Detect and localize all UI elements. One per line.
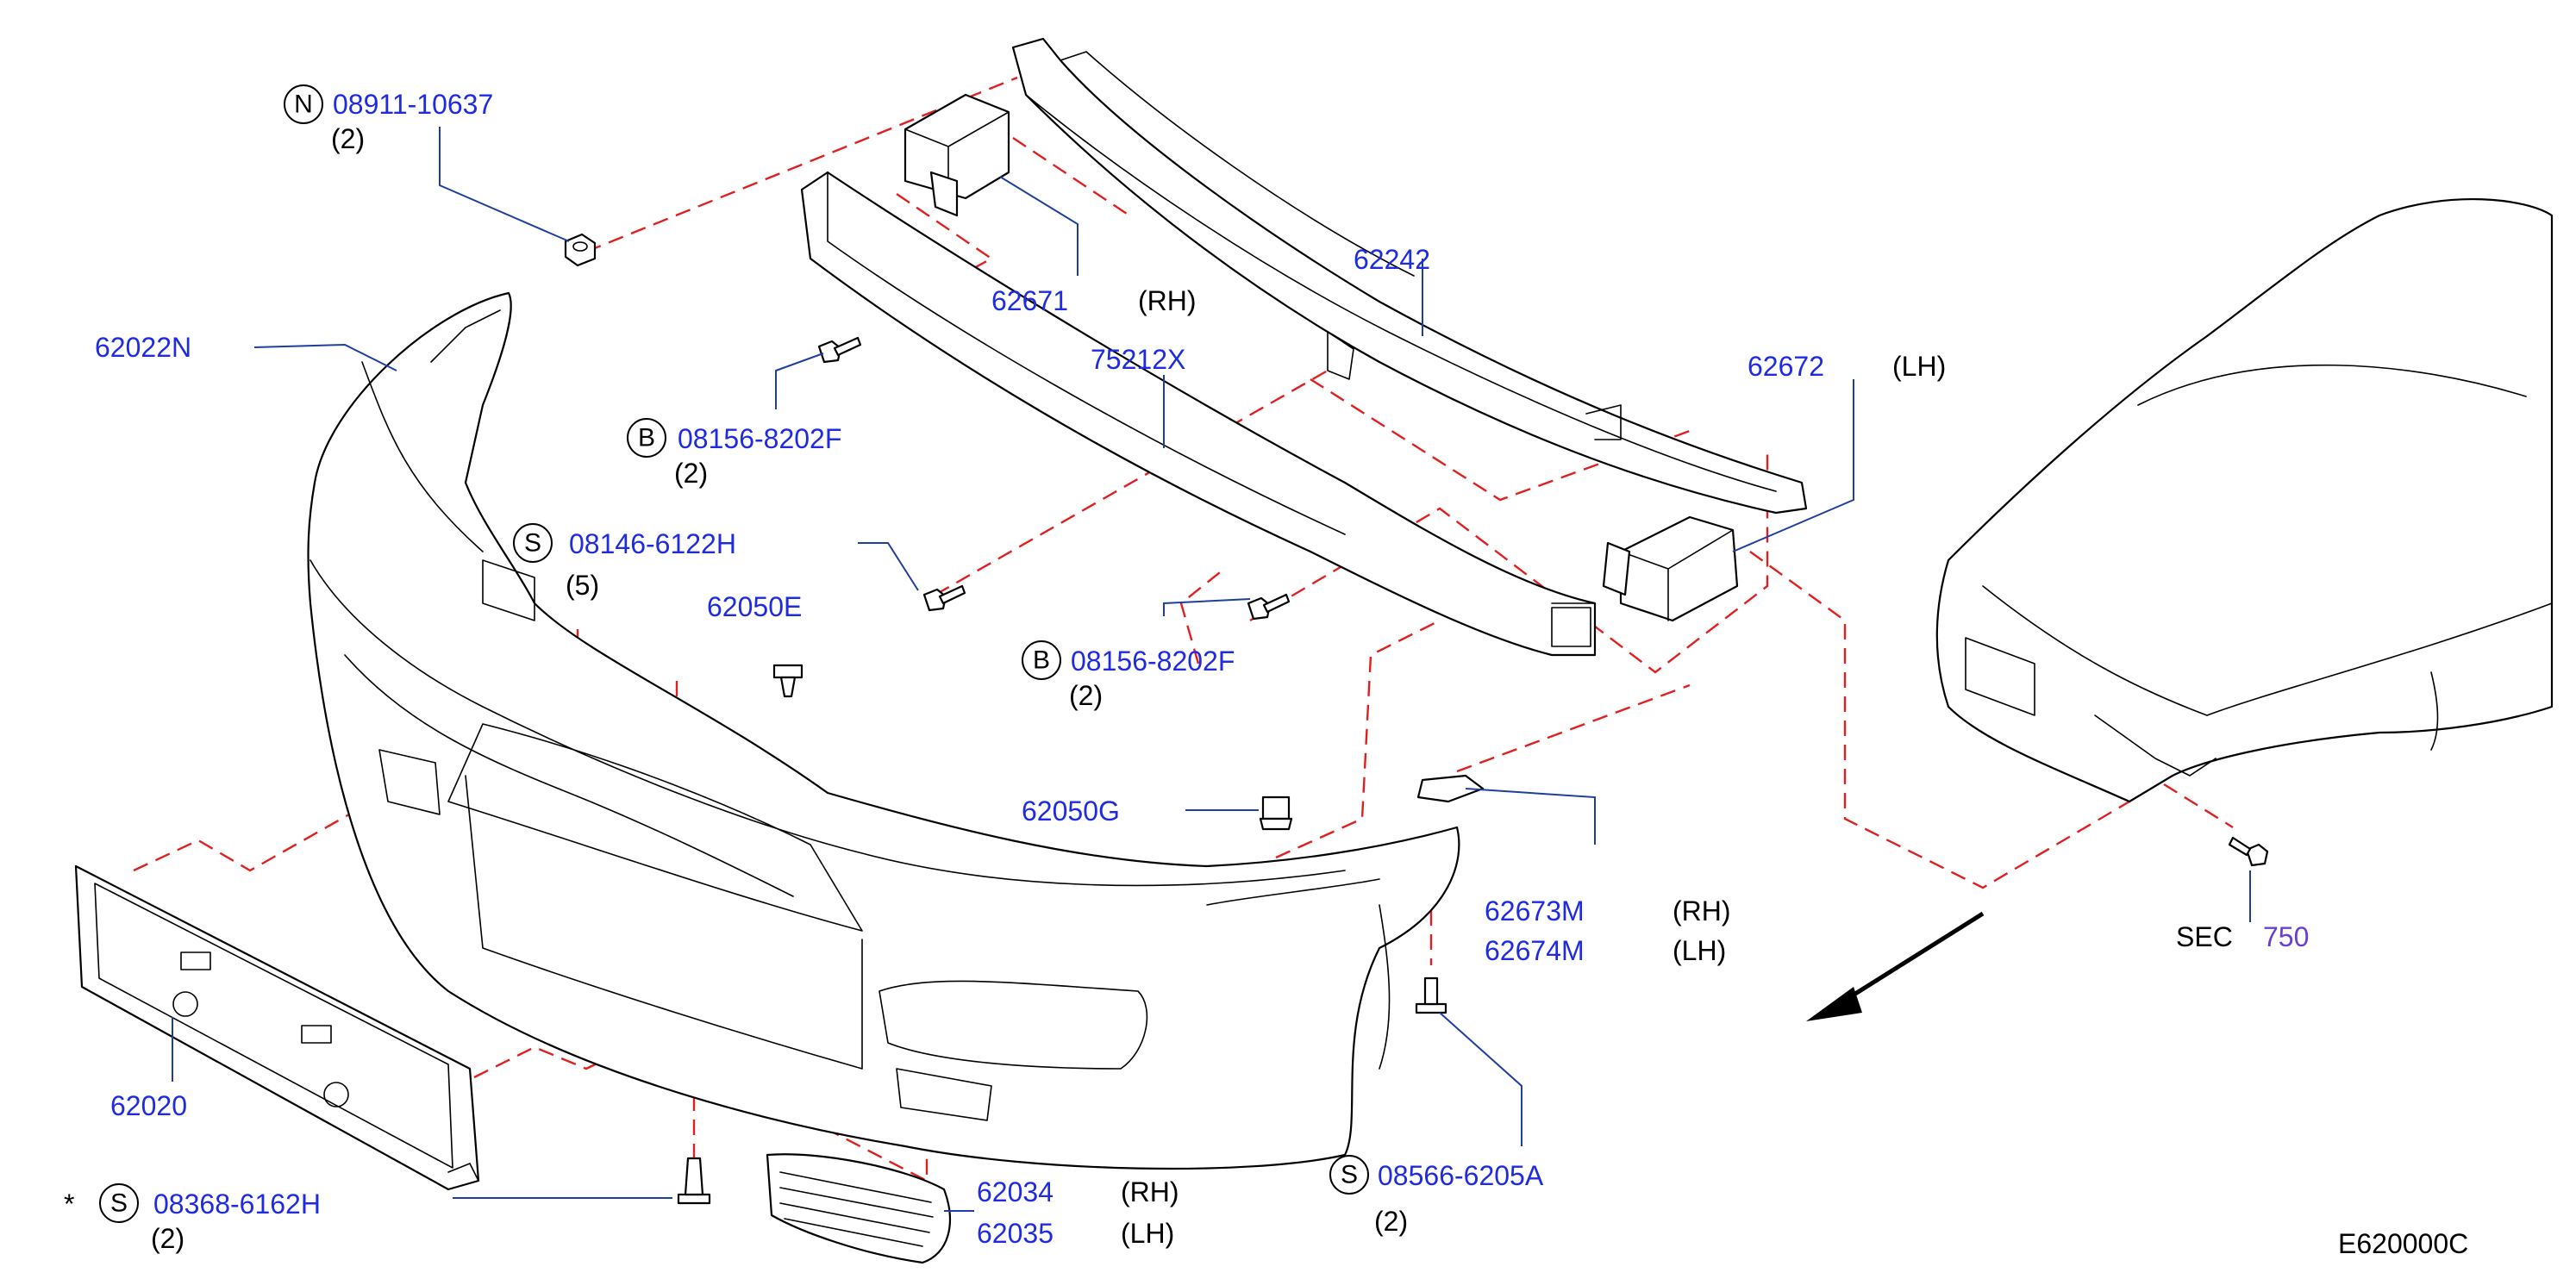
part-number: 62050E	[707, 591, 802, 622]
bolt-icon	[1247, 593, 1291, 621]
bolt-icon	[817, 336, 862, 364]
bolt-icon	[2228, 836, 2269, 867]
label-08566-6205A: S 08566-6205A (2)	[1329, 1155, 1544, 1237]
label-symbol: B	[638, 424, 655, 452]
part-number: 08156-8202F	[678, 423, 841, 454]
label-62035: 62035 (LH)	[977, 1218, 1174, 1249]
part-number: 08566-6205A	[1378, 1160, 1544, 1191]
quantity: (2)	[1374, 1206, 1408, 1237]
side: (RH)	[1121, 1176, 1179, 1207]
section-ref: 750	[2263, 921, 2309, 952]
quantity: (5)	[566, 570, 599, 601]
part-number: 62035	[977, 1218, 1054, 1249]
label-62671: 62671 (RH)	[991, 285, 1197, 316]
nut-icon	[564, 233, 597, 267]
bracket-rh	[903, 93, 1010, 217]
part-number: 08368-6162H	[153, 1189, 321, 1220]
label-08911-10637: N 08911-10637 (2)	[284, 84, 493, 154]
bumper-reinforcement	[800, 171, 1597, 657]
label-symbol: S	[1341, 1161, 1358, 1189]
front-bumper-fascia	[307, 291, 1460, 1170]
side: (RH)	[1138, 285, 1197, 316]
screw-icon	[1415, 976, 1447, 1014]
bolt-icon	[922, 584, 966, 612]
part-number: 62034	[977, 1176, 1054, 1207]
quantity: (2)	[1069, 680, 1103, 711]
label-62672: 62672 (LH)	[1748, 351, 1946, 382]
part-number: 08911-10637	[333, 89, 493, 120]
label-62034: 62034 (RH)	[977, 1176, 1179, 1207]
part-number: 62673M	[1485, 895, 1585, 926]
clip-icon	[1259, 795, 1293, 831]
quantity: (2)	[151, 1223, 184, 1254]
clip-icon	[772, 664, 803, 698]
part-number: 62020	[110, 1090, 187, 1121]
label-08156-8202F-lower: B 08156-8202F (2)	[1022, 640, 1235, 711]
label-62050E: 62050E	[707, 591, 802, 622]
label-62020: 62020	[110, 1090, 187, 1121]
label-symbol: N	[294, 90, 313, 119]
part-number: 08156-8202F	[1071, 646, 1235, 677]
note-mark: *	[64, 1189, 74, 1220]
label-75212X: 75212X	[1091, 344, 1185, 375]
front-direction-arrow-icon	[1806, 911, 1985, 1021]
quantity: (2)	[674, 458, 708, 489]
label-62242: 62242	[1354, 244, 1430, 275]
part-number: 75212X	[1091, 344, 1185, 375]
screw-icon	[677, 1157, 711, 1205]
side-bracket	[1416, 774, 1485, 803]
bracket-lh	[1602, 515, 1739, 622]
fog-lamp-grille	[766, 1153, 951, 1264]
label-08368-6162H: * S 08368-6162H (2)	[64, 1183, 321, 1254]
vehicle-location-illustration	[1935, 197, 2554, 803]
part-number: 62242	[1354, 244, 1430, 275]
side: (LH)	[1892, 351, 1946, 382]
quantity: (2)	[331, 123, 365, 154]
part-number: 08146-6122H	[569, 528, 736, 559]
section-prefix: SEC	[2176, 921, 2233, 952]
part-number: 62050G	[1022, 795, 1120, 827]
part-number: 62672	[1748, 351, 1824, 382]
core-support-upper	[1011, 37, 1808, 515]
label-symbol: B	[1033, 646, 1050, 675]
side: (LH)	[1673, 935, 1726, 966]
diagram-code: E620000C	[2338, 1228, 2468, 1259]
label-62050G: 62050G	[1022, 795, 1120, 827]
label-08156-8202F-upper: B 08156-8202F (2)	[627, 418, 841, 489]
label-62022N: 62022N	[95, 332, 191, 363]
license-plate-bracket	[74, 864, 480, 1191]
leader-lines	[172, 127, 2251, 1212]
label-08146-6122H: S 08146-6122H (5)	[513, 523, 736, 601]
label-symbol: S	[524, 529, 541, 558]
part-number: 62022N	[95, 332, 191, 363]
part-number: 62674M	[1485, 935, 1585, 966]
label-62674M: 62674M (LH)	[1485, 935, 1726, 966]
part-number: 62671	[991, 285, 1068, 316]
label-sec-750: SEC 750	[2176, 921, 2309, 952]
label-symbol: S	[110, 1189, 128, 1218]
side: (RH)	[1673, 895, 1731, 926]
label-62673M: 62673M (RH)	[1485, 895, 1731, 926]
side: (LH)	[1121, 1218, 1174, 1249]
